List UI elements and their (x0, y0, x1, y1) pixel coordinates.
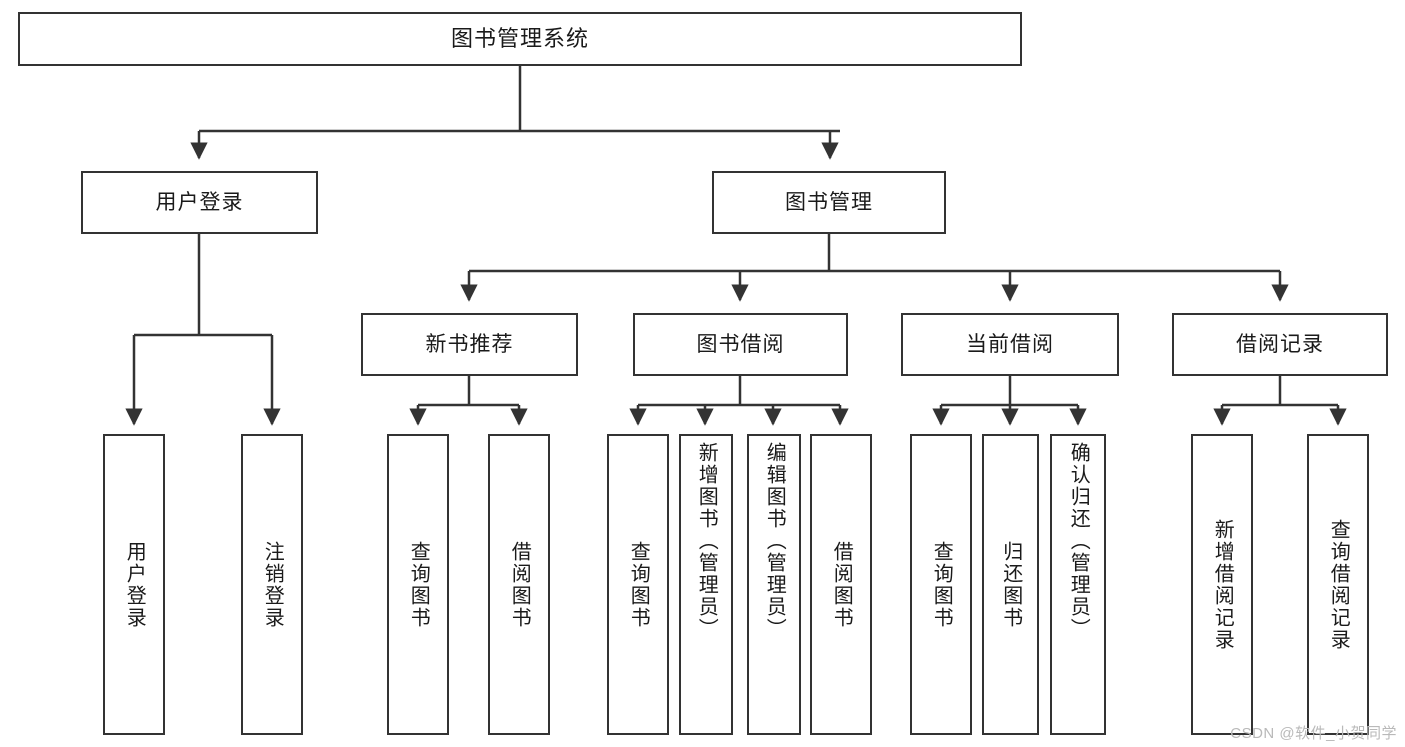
node-borrow-record-label: 借阅记录 (1236, 332, 1324, 356)
node-leaf-query-record-label: 查询借阅记录 (1327, 518, 1350, 651)
node-leaf-return-book-label: 归还图书 (999, 540, 1022, 629)
node-leaf-query-record[interactable]: 查询借阅记录 (1307, 434, 1369, 735)
csdn-watermark: CSDN @软件_小贺同学 (1230, 725, 1397, 742)
node-leaf-confirm-return[interactable]: 确认归还（管理员） (1050, 434, 1106, 735)
node-leaf-add-record[interactable]: 新增借阅记录 (1191, 434, 1253, 735)
node-root-label: 图书管理系统 (450, 25, 589, 51)
node-book-borrow-label: 图书借阅 (696, 332, 785, 356)
node-leaf-edit-book[interactable]: 编辑图书（管理员） (747, 434, 801, 735)
node-leaf-borrow-book-2-label: 借阅图书 (830, 540, 853, 629)
node-leaf-confirm-return-label: 确认归还（管理员） (1067, 442, 1090, 640)
node-leaf-borrow-book-1-label: 借阅图书 (508, 540, 531, 629)
node-leaf-query-book-1[interactable]: 查询图书 (387, 434, 449, 735)
node-leaf-user-login[interactable]: 用户登录 (103, 434, 165, 735)
node-current-borrow[interactable]: 当前借阅 (901, 313, 1119, 376)
node-user-login[interactable]: 用户登录 (81, 171, 318, 234)
node-leaf-add-record-label: 新增借阅记录 (1211, 518, 1234, 651)
node-leaf-query-book-3-label: 查询图书 (930, 540, 953, 629)
node-user-login-label: 用户登录 (155, 190, 244, 214)
node-leaf-add-book[interactable]: 新增图书（管理员） (679, 434, 733, 735)
node-leaf-query-book-1-label: 查询图书 (407, 540, 430, 629)
node-leaf-add-book-label: 新增图书（管理员） (695, 442, 718, 640)
node-current-borrow-label: 当前借阅 (966, 332, 1054, 356)
node-leaf-user-login-label: 用户登录 (123, 540, 146, 629)
node-root[interactable]: 图书管理系统 (18, 12, 1022, 66)
node-book-borrow[interactable]: 图书借阅 (633, 313, 848, 376)
node-leaf-logout[interactable]: 注销登录 (241, 434, 303, 735)
node-new-book-recommend-label: 新书推荐 (425, 332, 514, 356)
node-new-book-recommend[interactable]: 新书推荐 (361, 313, 578, 376)
node-borrow-record[interactable]: 借阅记录 (1172, 313, 1388, 376)
node-book-manage[interactable]: 图书管理 (712, 171, 946, 234)
node-leaf-borrow-book-2[interactable]: 借阅图书 (810, 434, 872, 735)
node-leaf-edit-book-label: 编辑图书（管理员） (763, 442, 786, 640)
node-book-manage-label: 图书管理 (785, 190, 873, 214)
node-leaf-query-book-3[interactable]: 查询图书 (910, 434, 972, 735)
node-leaf-query-book-2-label: 查询图书 (627, 540, 650, 629)
node-leaf-query-book-2[interactable]: 查询图书 (607, 434, 669, 735)
node-leaf-return-book[interactable]: 归还图书 (982, 434, 1039, 735)
node-leaf-logout-label: 注销登录 (261, 540, 284, 629)
node-leaf-borrow-book-1[interactable]: 借阅图书 (488, 434, 550, 735)
